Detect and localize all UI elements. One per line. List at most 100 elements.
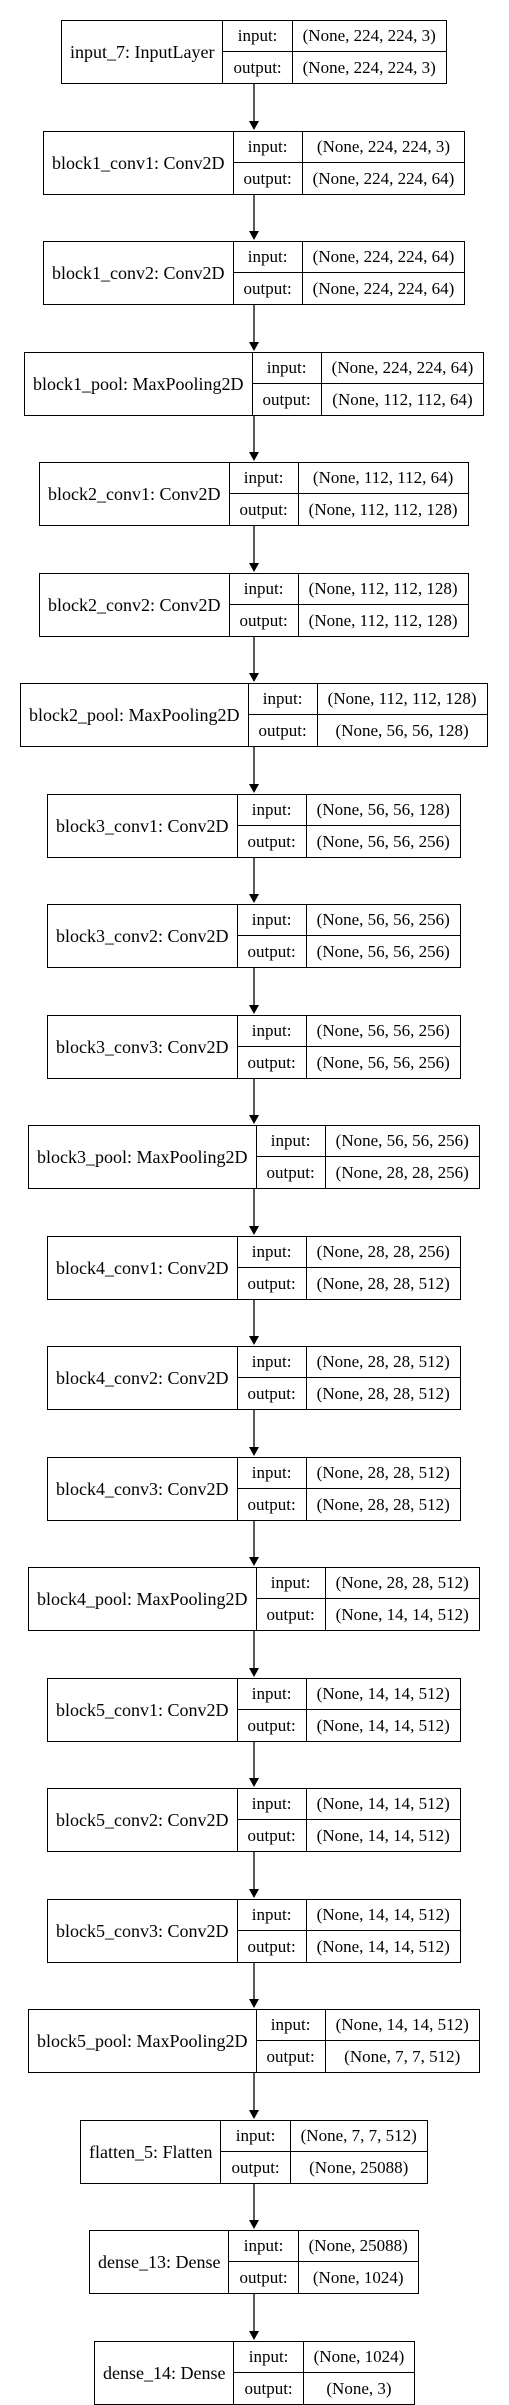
edge-arrowhead	[249, 1668, 259, 1677]
edge-arrowhead	[249, 1889, 259, 1898]
layer-name: block5_conv1: Conv2D	[48, 1679, 238, 1741]
input-label: input:	[233, 132, 303, 163]
input-shape: (None, 224, 224, 3)	[302, 132, 465, 163]
output-shape: (None, 56, 56, 128)	[335, 720, 469, 740]
input-shape: (None, 28, 28, 512)	[325, 1568, 479, 1599]
output-label: output:	[230, 605, 299, 636]
output-shape: (None, 28, 28, 512)	[316, 1494, 450, 1514]
input-label: input:	[237, 905, 307, 936]
output-shape: (None, 56, 56, 256)	[316, 831, 450, 851]
layer-name: block2_pool: MaxPooling2D	[21, 684, 249, 746]
output-label: output:	[257, 1599, 326, 1630]
layer-name: block1_pool: MaxPooling2D	[25, 353, 253, 415]
input-shape: (None, 224, 224, 64)	[302, 242, 465, 273]
output-shape: (None, 14, 14, 512)	[316, 1936, 450, 1956]
output-label: output:	[238, 1710, 307, 1741]
input-label: input:	[229, 574, 299, 605]
input-label: input:	[248, 684, 318, 715]
input-shape: (None, 112, 112, 128)	[317, 684, 487, 715]
input-shape: (None, 28, 28, 512)	[306, 1458, 460, 1489]
output-shape: (None, 112, 112, 64)	[332, 389, 473, 409]
edge-arrowhead	[249, 231, 259, 240]
output-label: output:	[234, 273, 303, 304]
output-shape: (None, 112, 112, 128)	[308, 499, 458, 519]
input-shape: (None, 224, 224, 3)	[292, 21, 446, 52]
input-label: input:	[256, 1126, 326, 1157]
output-label: output:	[234, 163, 303, 194]
io-table: input:(None, 224, 224, 64)output:(None, …	[252, 353, 484, 415]
layer-name: block1_conv1: Conv2D	[44, 132, 234, 194]
layer-name: dense_13: Dense	[90, 2231, 230, 2293]
input-shape: (None, 14, 14, 512)	[306, 1900, 460, 1931]
output-shape: (None, 56, 56, 256)	[316, 941, 450, 961]
output-label: output:	[253, 384, 322, 415]
output-label: output:	[221, 2152, 291, 2183]
layer-name: block2_conv1: Conv2D	[40, 463, 230, 525]
layer-name: block5_pool: MaxPooling2D	[29, 2010, 257, 2072]
output-shape: (None, 14, 14, 512)	[316, 1825, 450, 1845]
output-shape: (None, 56, 56, 256)	[316, 1052, 450, 1072]
edge-arrowhead	[249, 784, 259, 793]
io-table: input:(None, 112, 112, 128)output:(None,…	[229, 574, 468, 636]
io-table: input:(None, 224, 224, 64)output:(None, …	[233, 242, 465, 304]
edge-arrowhead	[249, 2110, 259, 2119]
output-label: output:	[230, 494, 299, 525]
output-shape: (None, 28, 28, 512)	[316, 1383, 450, 1403]
input-shape: (None, 28, 28, 256)	[306, 1237, 460, 1268]
layer-name: block3_conv2: Conv2D	[48, 905, 238, 967]
io-table: input:(None, 14, 14, 512)output:(None, 1…	[237, 1679, 460, 1741]
edge-arrowhead	[249, 452, 259, 461]
layer-name: dense_14: Dense	[95, 2342, 235, 2404]
input-shape: (None, 56, 56, 256)	[325, 1126, 479, 1157]
input-shape: (None, 14, 14, 512)	[325, 2010, 479, 2041]
input-shape: (None, 224, 224, 64)	[321, 353, 484, 384]
io-table: input:(None, 224, 224, 3)output: (None, 2…	[233, 132, 465, 194]
io-table: input:(None, 14, 14, 512)output:(None, 1…	[237, 1900, 460, 1962]
input-label: input:	[237, 1458, 307, 1489]
input-label: input:	[237, 1237, 307, 1268]
layer-name: block5_conv2: Conv2D	[48, 1789, 238, 1851]
output-label: output:	[238, 1378, 307, 1409]
io-table: input:(None, 28, 28, 512)output:(None, 2…	[237, 1347, 460, 1409]
input-label: input:	[237, 1789, 307, 1820]
input-shape: (None, 14, 14, 512)	[306, 1789, 460, 1820]
edge-arrowhead	[249, 1005, 259, 1014]
edge-arrowhead	[249, 2220, 259, 2229]
io-table: input:(None, 56, 56, 256)output:(None, 2…	[256, 1126, 479, 1188]
io-table: input:(None, 56, 56, 128)output:(None, 5…	[237, 795, 460, 857]
output-shape: (None, 224, 224, 64)	[312, 168, 455, 188]
input-shape: (None, 56, 56, 128)	[306, 795, 460, 826]
layer-name: block4_conv3: Conv2D	[48, 1458, 238, 1520]
io-table: input:(None, 28, 28, 256)output:(None, 2…	[237, 1237, 460, 1299]
layer-name: input_7: InputLayer	[62, 21, 224, 83]
input-label: input:	[229, 2231, 299, 2262]
io-table: input:(None, 28, 28, 512)output:(None, 1…	[256, 1568, 479, 1630]
output-label: output:	[238, 936, 307, 967]
input-shape: (None, 112, 112, 128)	[298, 574, 468, 605]
io-table: input:(None, 56, 56, 256)output:(None, 5…	[237, 905, 460, 967]
input-label: input:	[221, 2121, 291, 2152]
output-shape: (None, 28, 28, 256)	[335, 1162, 469, 1182]
io-table: input:(None, 224, 224, 3)output:(None, 2…	[223, 21, 446, 83]
input-label: input:	[237, 1347, 307, 1378]
input-shape: (None, 56, 56, 256)	[306, 905, 460, 936]
output-label: output:	[229, 2262, 299, 2293]
output-label: output:	[234, 2373, 304, 2404]
layer-name: flatten_5: Flatten	[81, 2121, 222, 2183]
input-shape: (None, 1024)	[303, 2342, 415, 2373]
layer-name: block2_conv2: Conv2D	[40, 574, 230, 636]
io-table: input:(None, 7, 7, 512)output:(None, 250…	[221, 2121, 427, 2183]
